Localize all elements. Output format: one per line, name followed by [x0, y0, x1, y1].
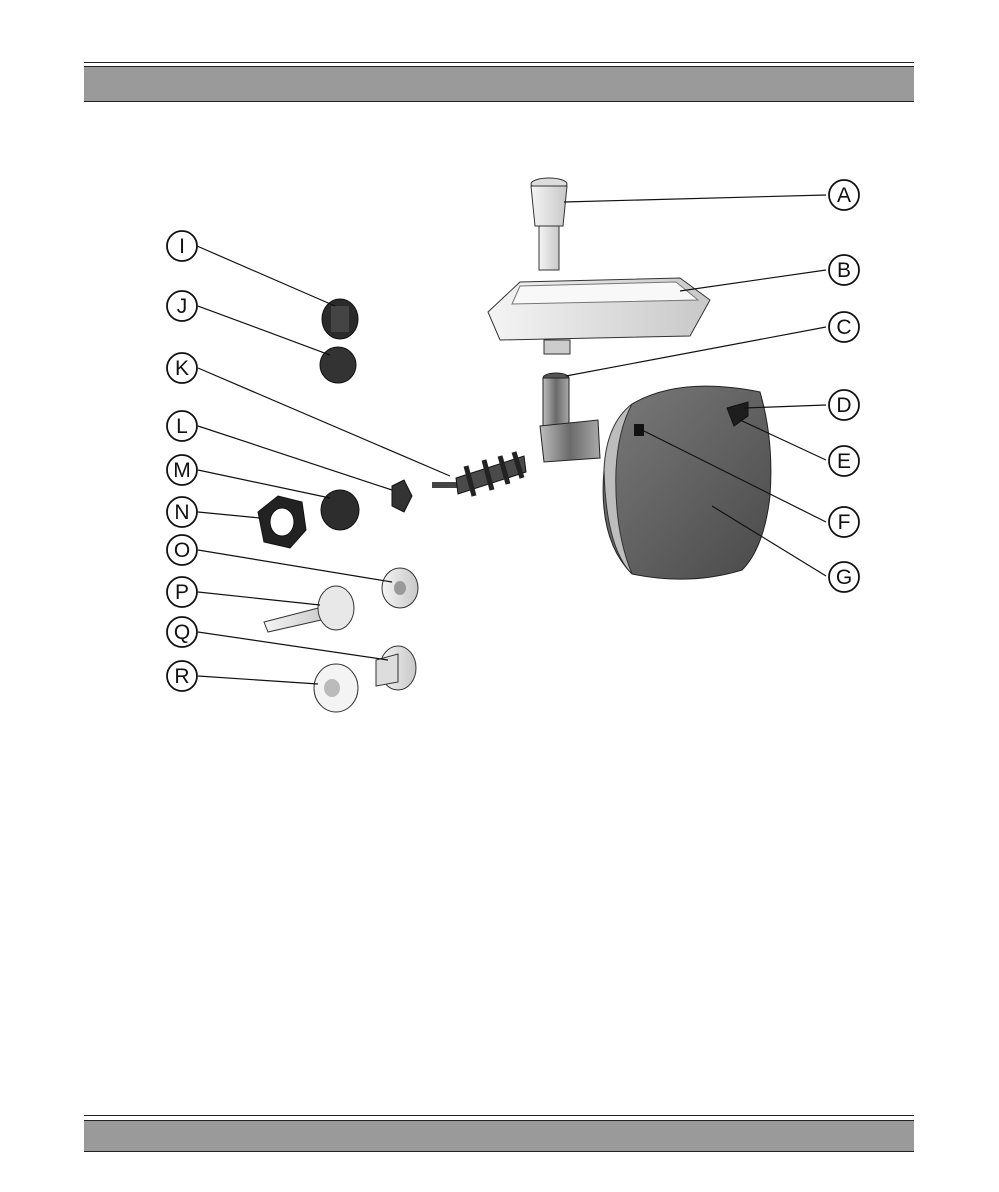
label-k: K — [167, 353, 197, 383]
label-letter: Q — [174, 621, 190, 644]
part-p-sausage-nozzle — [264, 586, 354, 632]
label-d: D — [829, 390, 859, 420]
label-q: Q — [167, 617, 197, 647]
label-letter: C — [836, 316, 851, 339]
label-letter: P — [175, 581, 189, 604]
part-l-blade — [392, 480, 412, 512]
part-o-spacer — [382, 568, 418, 608]
footer-band — [84, 1120, 914, 1152]
label-letter: N — [174, 501, 189, 524]
label-o: O — [167, 535, 197, 565]
label-f: F — [829, 507, 859, 537]
label-letter: F — [838, 511, 851, 534]
footer-rule — [84, 1115, 914, 1116]
label-letter: A — [837, 184, 851, 207]
label-p: P — [167, 577, 197, 607]
label-letter: G — [836, 566, 852, 589]
part-q-attachment — [376, 646, 416, 690]
part-r-attachment-ring — [314, 664, 358, 712]
label-e: E — [829, 446, 859, 476]
label-n: N — [167, 497, 197, 527]
label-letter: J — [177, 295, 188, 318]
label-letter: M — [173, 459, 191, 482]
label-i: I — [167, 231, 197, 261]
label-c: C — [829, 312, 859, 342]
label-m: M — [167, 455, 197, 485]
label-b: B — [829, 255, 859, 285]
label-letter: K — [175, 357, 189, 380]
part-c-head-tube — [540, 373, 600, 462]
label-g: G — [829, 562, 859, 592]
label-j: J — [167, 291, 197, 321]
label-l: L — [167, 411, 197, 441]
label-letter: B — [837, 259, 851, 282]
label-letter: E — [837, 450, 851, 473]
label-letter: O — [174, 539, 190, 562]
label-letter: D — [836, 394, 851, 417]
part-a-pusher — [531, 178, 567, 270]
label-letter: L — [176, 415, 188, 438]
label-letter: I — [179, 235, 185, 258]
label-letter: R — [174, 665, 189, 688]
part-n-ring-nut — [258, 496, 306, 548]
label-a: A — [829, 180, 859, 210]
label-r: R — [167, 661, 197, 691]
part-b-tray — [488, 278, 710, 354]
part-m-coarse-plate — [321, 490, 359, 530]
part-j-fine-plate — [320, 347, 356, 383]
part-g-motor-body — [603, 386, 771, 579]
part-i-cutting-disc — [322, 299, 358, 339]
